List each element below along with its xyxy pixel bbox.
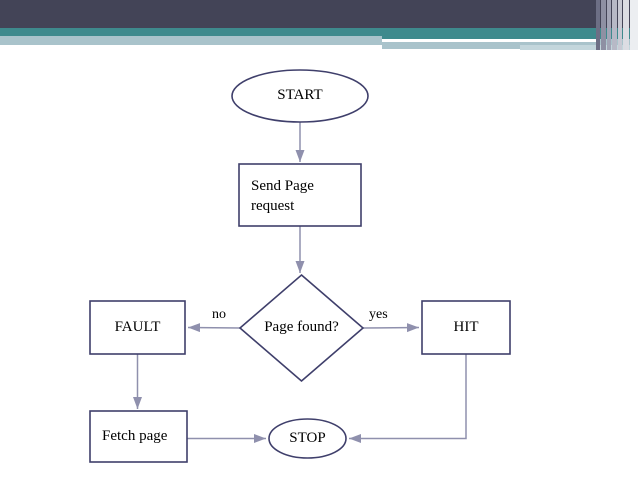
flowchart-node-fetch-page[interactable] bbox=[89, 410, 188, 463]
flowchart-node-start[interactable] bbox=[231, 69, 369, 123]
header-stripe-0 bbox=[596, 0, 600, 50]
flowchart-edge-label-decision-to-fault: no bbox=[212, 307, 226, 322]
header-stripe-5 bbox=[623, 0, 629, 50]
header-stripe-3 bbox=[612, 0, 617, 50]
flowchart-node-stop[interactable] bbox=[268, 418, 347, 459]
header-accent-lightblue-right-2 bbox=[520, 45, 638, 50]
header-bar-teal bbox=[0, 28, 638, 36]
header-stripe-6 bbox=[630, 0, 638, 50]
header-accent-white-gap bbox=[382, 39, 596, 42]
flowchart-edge-label-decision-to-hit: yes bbox=[369, 307, 388, 322]
flowchart-node-hit[interactable] bbox=[421, 300, 511, 355]
header-accent-lightblue-right bbox=[382, 42, 638, 49]
flowchart-node-page-found[interactable] bbox=[238, 273, 365, 383]
header-stripe-1 bbox=[601, 0, 606, 50]
header-bar-dark bbox=[0, 0, 638, 28]
flowchart-edge-decision-to-hit bbox=[362, 323, 420, 333]
header-stripe-4 bbox=[618, 0, 622, 50]
flowchart-edge-hit-to-stop bbox=[349, 354, 467, 443]
flowchart-edge-decision-to-fault bbox=[187, 323, 241, 333]
header-stripe-2 bbox=[607, 0, 611, 50]
flowchart-node-fault[interactable] bbox=[89, 300, 186, 355]
header-accent-teal-right bbox=[382, 28, 638, 39]
header-bar-lightblue bbox=[0, 36, 638, 45]
flowchart-node-send-page[interactable] bbox=[238, 163, 362, 227]
